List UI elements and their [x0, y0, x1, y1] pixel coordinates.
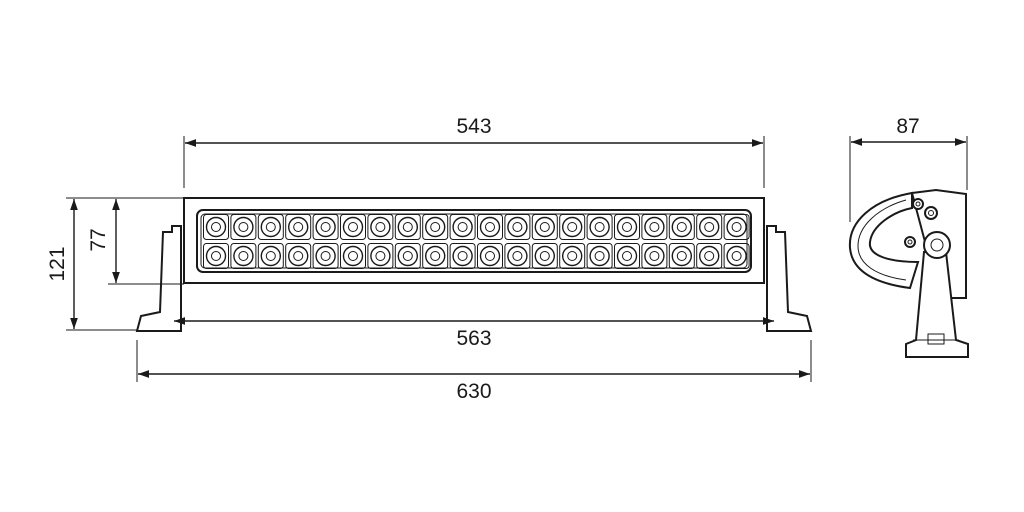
led-2-9 [422, 243, 449, 269]
dim-label-side-depth: 87 [896, 115, 919, 138]
screw-mid-outer [924, 206, 938, 220]
led-2-19 [696, 243, 723, 269]
side-shroud [848, 191, 920, 290]
led-2-17 [641, 243, 668, 269]
led-1-11 [477, 214, 503, 240]
led-1-18 [668, 214, 695, 240]
led-1-16 [614, 214, 640, 240]
side-mount-stand [905, 251, 969, 358]
led-1-2 [230, 214, 257, 240]
led-1-14 [559, 214, 586, 240]
led-2-13 [531, 243, 558, 269]
side-mount-slot [927, 333, 945, 345]
dim-label-bracket-span: 563 [456, 327, 491, 350]
side-view [848, 188, 969, 358]
led-grid [203, 214, 750, 269]
led-1-3 [257, 214, 284, 240]
side-shroud-inner [857, 199, 907, 281]
led-1-9 [422, 214, 449, 240]
screw-top-inner [915, 201, 921, 207]
right-bracket [766, 225, 813, 332]
led-1-1 [203, 214, 229, 240]
dim-label-housing-length: 543 [456, 115, 491, 138]
led-1-6 [340, 214, 366, 240]
screw-top-outer [912, 198, 924, 210]
led-2-4 [285, 243, 312, 269]
led-1-20 [723, 214, 750, 240]
led-2-7 [367, 243, 394, 269]
led-1-4 [285, 214, 312, 240]
led-2-2 [230, 243, 257, 269]
screw-low-outer [904, 236, 916, 248]
led-2-11 [477, 243, 503, 269]
left-bracket [135, 225, 182, 332]
screw-mid-inner [928, 210, 934, 216]
led-1-15 [586, 214, 613, 240]
led-2-14 [559, 243, 586, 269]
led-2-15 [586, 243, 613, 269]
led-2-8 [394, 243, 421, 269]
led-2-10 [449, 243, 476, 269]
dim-label-total-height: 121 [46, 246, 69, 281]
led-2-18 [668, 243, 695, 269]
front-view [135, 197, 813, 332]
screw-low-inner [907, 239, 913, 245]
led-2-6 [340, 243, 366, 269]
led-1-7 [367, 214, 394, 240]
dim-label-housing-height: 77 [87, 228, 110, 251]
led-2-12 [504, 243, 531, 269]
pivot-bolt-outer [923, 231, 951, 259]
dimension-lines: 543 563 630 87 121 77 [46, 115, 968, 403]
lens-panel [196, 209, 752, 273]
led-2-1 [203, 243, 229, 269]
led-2-20 [723, 243, 750, 269]
led-2-3 [257, 243, 284, 269]
led-1-19 [696, 214, 723, 240]
led-1-8 [394, 214, 421, 240]
led-2-16 [614, 243, 640, 269]
dim-label-overall-length: 630 [456, 380, 491, 403]
led-1-13 [531, 214, 558, 240]
led-1-10 [449, 214, 476, 240]
led-1-5 [312, 214, 339, 240]
led-1-12 [504, 214, 531, 240]
led-1-17 [641, 214, 668, 240]
pivot-bolt-inner [930, 238, 944, 252]
led-2-5 [312, 243, 339, 269]
